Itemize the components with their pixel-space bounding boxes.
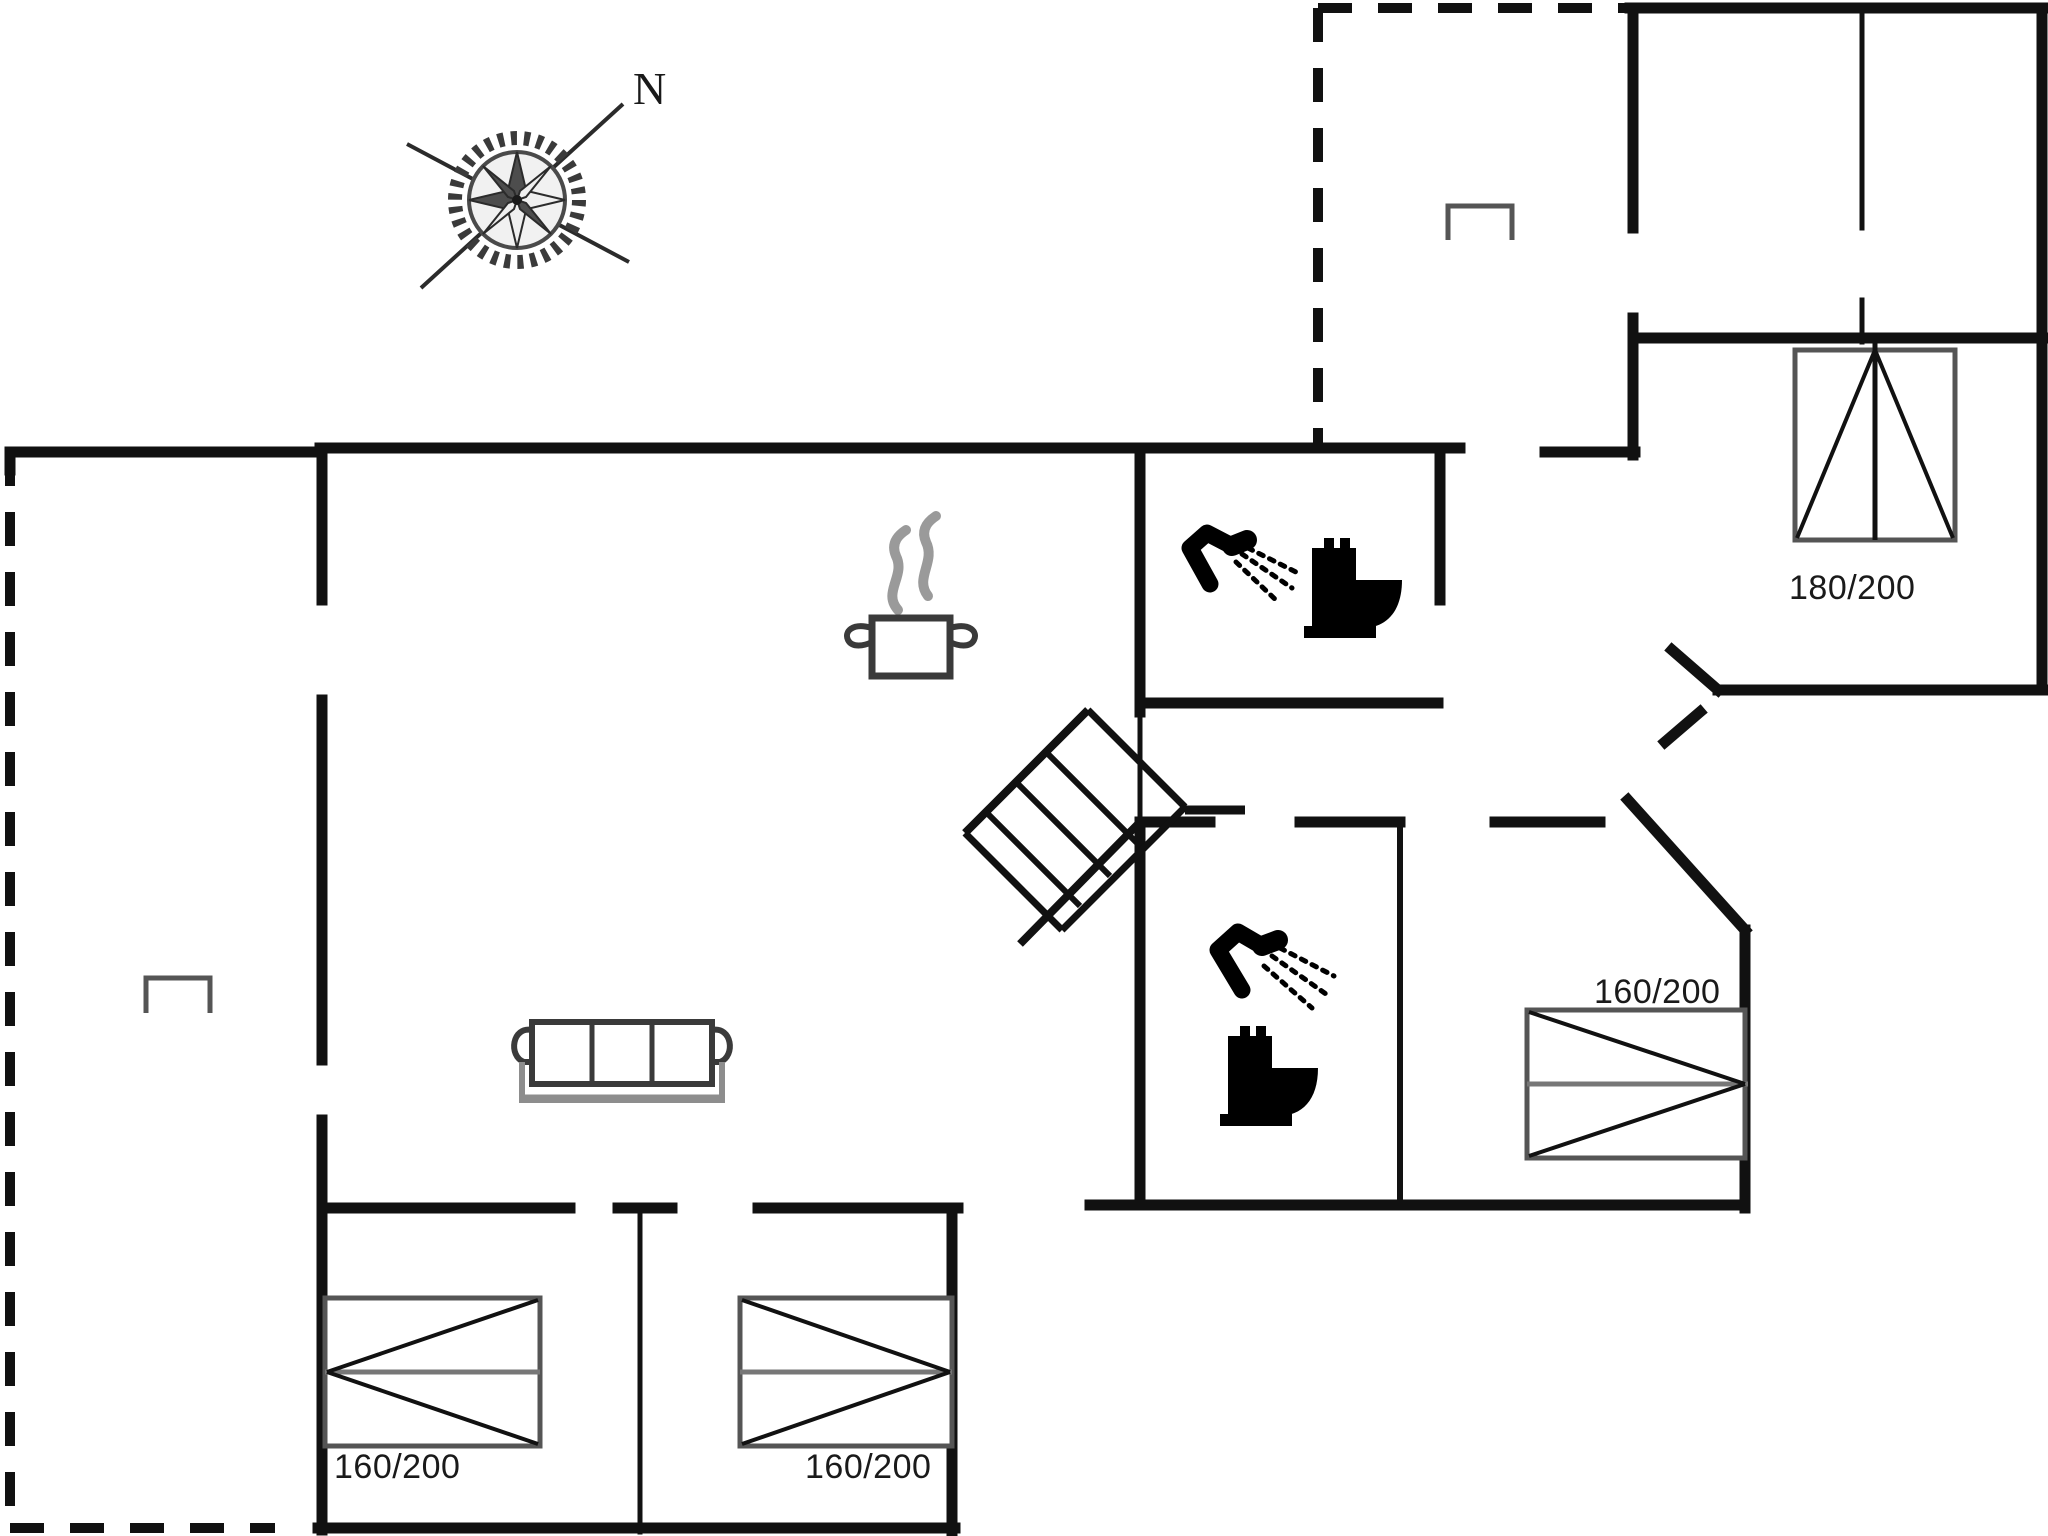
walls-thin (637, 9, 1865, 1535)
steam-right (918, 511, 941, 601)
step-terrace (143, 975, 213, 1013)
bathroom-upper-fixtures (1181, 524, 1402, 638)
pot-handle-right (948, 623, 978, 649)
step-threshold-icon (143, 975, 213, 1013)
toilet-icon (1304, 538, 1402, 638)
shower-head-icon (1209, 923, 1337, 1011)
stair-edge-top (1085, 707, 1188, 810)
bed-diagonal-lower (326, 1370, 539, 1446)
toilet-flush-button (1240, 1026, 1250, 1038)
walls-dashed (5, 3, 1636, 1533)
compass-ring-outer (448, 131, 586, 269)
spray-1 (1269, 953, 1329, 997)
bed-diagonal-upper (326, 1298, 539, 1374)
spray-3 (1233, 559, 1281, 605)
sofa-back (529, 1019, 715, 1087)
cooking-pot-icon (844, 511, 978, 680)
steam-left (887, 525, 911, 615)
bed-diagonal-right (1873, 349, 1955, 539)
spray-2 (1245, 545, 1303, 577)
wall-angled-bedroom-right (1620, 792, 1753, 938)
stair-rail-outer-lower (1017, 819, 1143, 947)
bed-dimension-label-bottom-left: 160/200 (334, 1448, 461, 1486)
toilet-flush-button-2 (1256, 1026, 1266, 1038)
bed-dimension-label-bottom-middle: 160/200 (805, 1448, 932, 1486)
toilet-base (1220, 1114, 1292, 1126)
sofa-arm-left (511, 1026, 533, 1065)
toilet-seat-link (1312, 600, 1358, 630)
compass-north-label: N (633, 63, 667, 114)
sofa-arm-right (711, 1026, 733, 1065)
stair-tread-1 (1043, 749, 1143, 849)
wall-diagonal-stub-right (1664, 642, 1726, 698)
stair-edge-right (1059, 804, 1188, 933)
bed-diagonal-upper (1528, 1010, 1746, 1086)
bed-icon (322, 1295, 543, 1449)
compass-hub (512, 195, 522, 205)
wall-diagonal-stub-right-2 (1657, 704, 1708, 750)
shower-nozzle (1252, 930, 1288, 956)
shower-spray (1233, 545, 1303, 605)
shower-spray (1261, 945, 1337, 1011)
bed-diagonal-lower (1528, 1082, 1746, 1158)
staircase-icon (962, 707, 1245, 947)
bed-diagonal-lower (741, 1370, 951, 1446)
toilet-bowl (1352, 580, 1402, 628)
stair-edge-bottom (962, 830, 1065, 933)
walls-thick (4, 2, 2048, 1536)
toilet-icon (1220, 1026, 1318, 1126)
shower-arm (1181, 524, 1241, 593)
sofa-icon (511, 1019, 733, 1103)
bed-dimension-label-right: 160/200 (1594, 973, 1721, 1011)
toilet-flush-button (1324, 538, 1334, 550)
pot-body (868, 614, 954, 680)
toilet-seat-link (1228, 1088, 1274, 1118)
spray-3 (1261, 963, 1315, 1011)
toilet-flush-button-2 (1340, 538, 1350, 550)
bed-icon (737, 1295, 955, 1449)
step-threshold-icon (1445, 203, 1515, 240)
pot-handle-left (844, 623, 874, 649)
step-annex (1445, 203, 1515, 240)
shower-head-icon (1181, 524, 1303, 605)
bed-icon (1524, 1007, 1748, 1161)
toilet-bowl (1268, 1068, 1318, 1116)
compass-star (468, 151, 566, 249)
compass-rose-icon (406, 102, 630, 290)
bed-diagonal-upper (741, 1298, 951, 1374)
stair-tread-3 (983, 809, 1083, 909)
stair-tread-2 (1013, 779, 1113, 879)
bathroom-lower-fixtures (1209, 923, 1337, 1126)
spray-2 (1277, 945, 1337, 979)
bed-icon (1792, 338, 1958, 543)
bed-diagonal-left (1795, 349, 1877, 539)
toilet-base (1304, 626, 1376, 638)
spray-1 (1239, 551, 1295, 591)
shower-arm (1209, 923, 1271, 999)
shower-nozzle (1222, 530, 1257, 556)
bed-dimension-label-top-right: 180/200 (1789, 569, 1916, 607)
